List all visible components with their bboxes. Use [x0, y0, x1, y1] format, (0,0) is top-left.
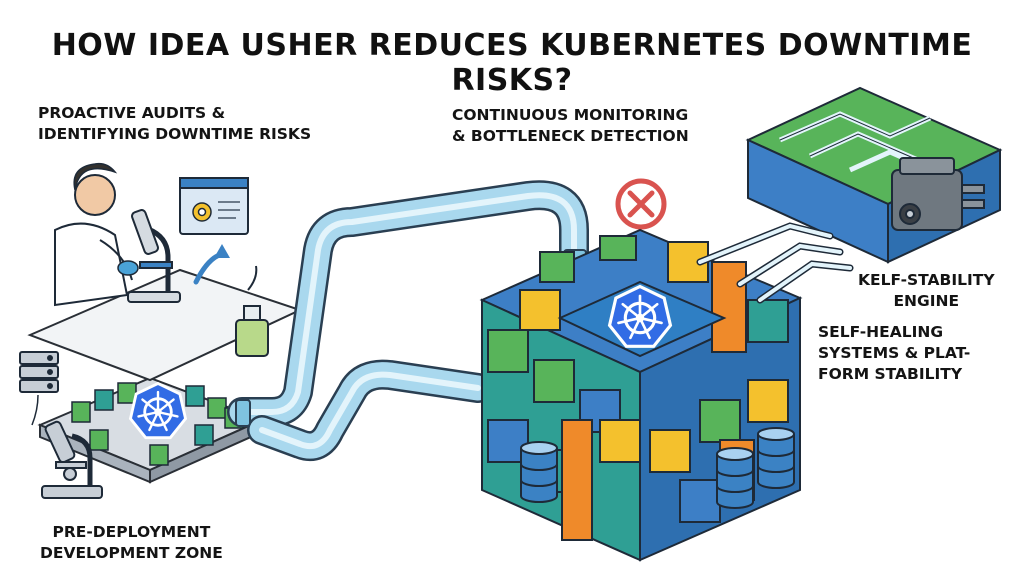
kubernetes-icon	[607, 284, 673, 348]
label-continuous-monitoring: CONTINUOUS MONITORING & BOTTLENECK DETEC…	[452, 106, 689, 145]
label-self-healing: SELF-HEALING SYSTEMS & PLAT- FORM STABIL…	[818, 323, 971, 383]
server-stack-icon	[19, 351, 59, 393]
blocked-x-icon	[615, 178, 667, 230]
kubernetes-icon	[129, 382, 187, 440]
page-title: HOW IDEA USHER REDUCES KUBERNETES DOWNTI…	[51, 28, 973, 98]
pipeline	[227, 180, 589, 462]
dashboard-monitor	[179, 177, 249, 235]
gear-icon	[192, 202, 212, 222]
label-proactive-audits: PROACTIVE AUDITS & IDENTIFYING DOWNTIME …	[38, 104, 312, 143]
bottle-icon	[235, 265, 269, 357]
label-stability-engine: KELF-STABILITY ENGINE	[858, 271, 995, 310]
microscope-icon	[41, 420, 103, 499]
database-icon	[716, 447, 754, 509]
upload-arrow	[193, 251, 225, 285]
data-flow-lines	[696, 222, 854, 304]
label-pre-deployment: PRE-DEPLOYMENT DEVELOPMENT ZONE	[40, 523, 223, 562]
scientist-illustration	[27, 162, 303, 382]
engine-icon	[891, 157, 985, 231]
database-icon	[757, 427, 795, 489]
database-icon	[520, 441, 558, 503]
